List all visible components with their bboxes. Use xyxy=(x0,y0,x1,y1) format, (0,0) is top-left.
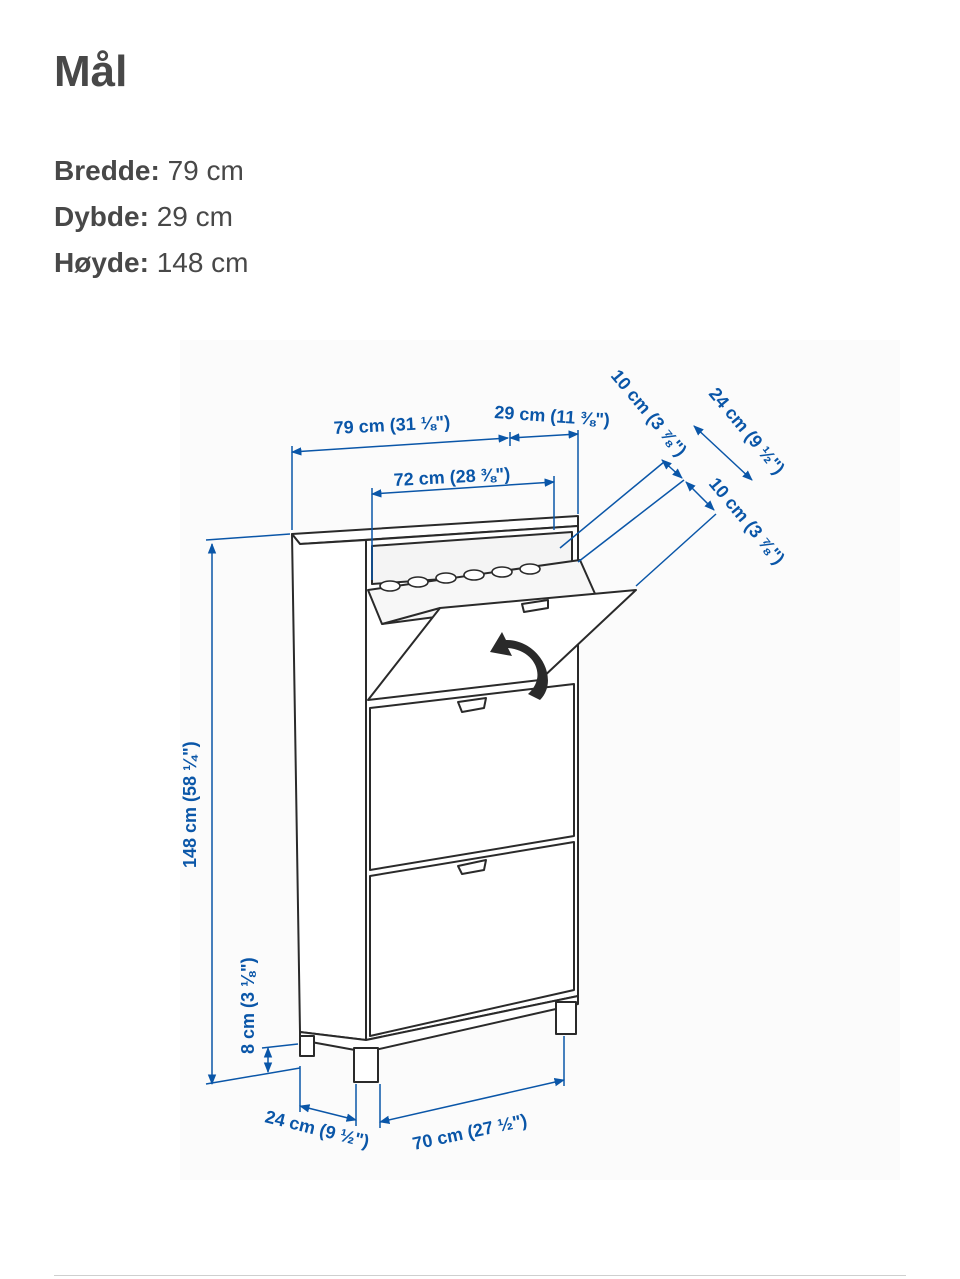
section-divider xyxy=(54,1275,906,1276)
dimension-diagram: 79 cm (31 ⅛") 29 cm (11 ⅜") 72 cm (28 ⅜"… xyxy=(0,300,960,1200)
spec-height: Høyde: 148 cm xyxy=(54,240,249,286)
dimension-lines xyxy=(205,425,753,1128)
spec-depth-value: 29 cm xyxy=(156,201,233,232)
spec-depth: Dybde: 29 cm xyxy=(54,194,249,240)
dim-leg-height: 8 cm (3 ⅛") xyxy=(238,957,258,1054)
flap-hinge xyxy=(381,607,441,625)
leg-back-left xyxy=(299,1035,315,1057)
cabinet-left-side xyxy=(291,533,367,1041)
rack-holes xyxy=(379,563,541,592)
door-middle xyxy=(369,683,575,871)
shoe-cabinet-drawing: 79 cm (31 ⅛") 29 cm (11 ⅜") 72 cm (28 ⅜"… xyxy=(180,340,900,1180)
spec-width: Bredde: 79 cm xyxy=(54,148,249,194)
spec-depth-label: Dybde: xyxy=(54,201,149,232)
door-bottom xyxy=(369,841,575,1037)
spec-width-label: Bredde: xyxy=(54,155,160,186)
dim-height-total: 148 cm (58 ¼") xyxy=(180,741,200,868)
page-title: Mål xyxy=(54,47,128,96)
handle-bottom xyxy=(457,859,487,875)
spec-height-value: 148 cm xyxy=(156,247,249,278)
flap-handle xyxy=(521,599,549,613)
spec-width-value: 79 cm xyxy=(167,155,244,186)
spec-height-label: Høyde: xyxy=(54,247,149,278)
handle-middle xyxy=(457,697,487,713)
dimension-specs: Bredde: 79 cm Dybde: 29 cm Høyde: 148 cm xyxy=(54,148,249,286)
open-direction-arrow-icon xyxy=(490,632,548,700)
leg-front-left xyxy=(353,1047,379,1083)
leg-front-right xyxy=(555,1001,577,1035)
